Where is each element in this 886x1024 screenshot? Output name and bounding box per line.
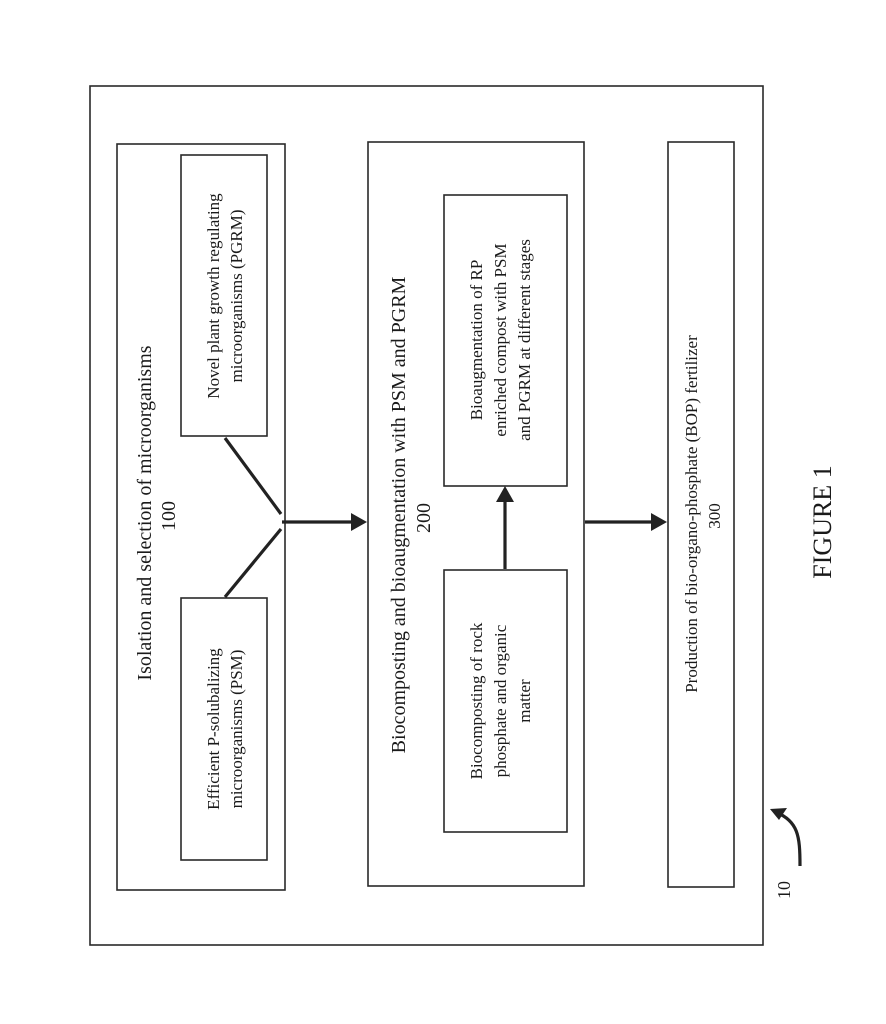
psm-converge-line [225, 529, 281, 597]
biocomposting-label-line-3: matter [515, 679, 534, 723]
stage-300-title: Production of bio-organo-phosphate (BOP)… [682, 335, 701, 693]
pgrm-box [181, 155, 267, 436]
arrow-compost-to-bioaug-head [496, 486, 514, 502]
figure-caption: FIGURE 1 [808, 465, 837, 578]
pgrm-label-line-1: Novel plant growth regulating [204, 193, 223, 399]
psm-label-line-1: Efficient P-solubalizing [204, 648, 223, 810]
arrow-200-to-300-head [651, 513, 667, 531]
arrow-100-to-200-head [351, 513, 367, 531]
bioaugmentation-label-line-3: and PGRM at different stages [515, 239, 534, 441]
psm-label-line-2: microorganisms (PSM) [227, 650, 246, 809]
bioaugmentation-label-line-2: enriched compost with PSM [491, 243, 510, 436]
biocomposting-label-line-1: Biocomposting of rock [467, 622, 486, 779]
stage-300-number: 300 [705, 503, 724, 529]
pgrm-converge-line [225, 438, 281, 514]
stage-100-title: Isolation and selection of microorganism… [134, 345, 156, 680]
psm-box [181, 598, 267, 860]
stage-200-number: 200 [413, 503, 435, 533]
biocomposting-label-line-2: phosphate and organic [491, 624, 510, 777]
pgrm-label-line-2: microorganisms (PGRM) [227, 210, 246, 383]
stage-200-title: Biocomposting and bioaugmentation with P… [388, 276, 410, 753]
reference-numeral: 10 [774, 881, 794, 899]
bioaugmentation-label-line-1: Bioaugmentation of RP [467, 260, 486, 421]
arrows [225, 438, 800, 866]
stage-100-number: 100 [158, 501, 180, 531]
stage-300-box [668, 142, 734, 887]
reference-leader-arrow [776, 812, 800, 866]
